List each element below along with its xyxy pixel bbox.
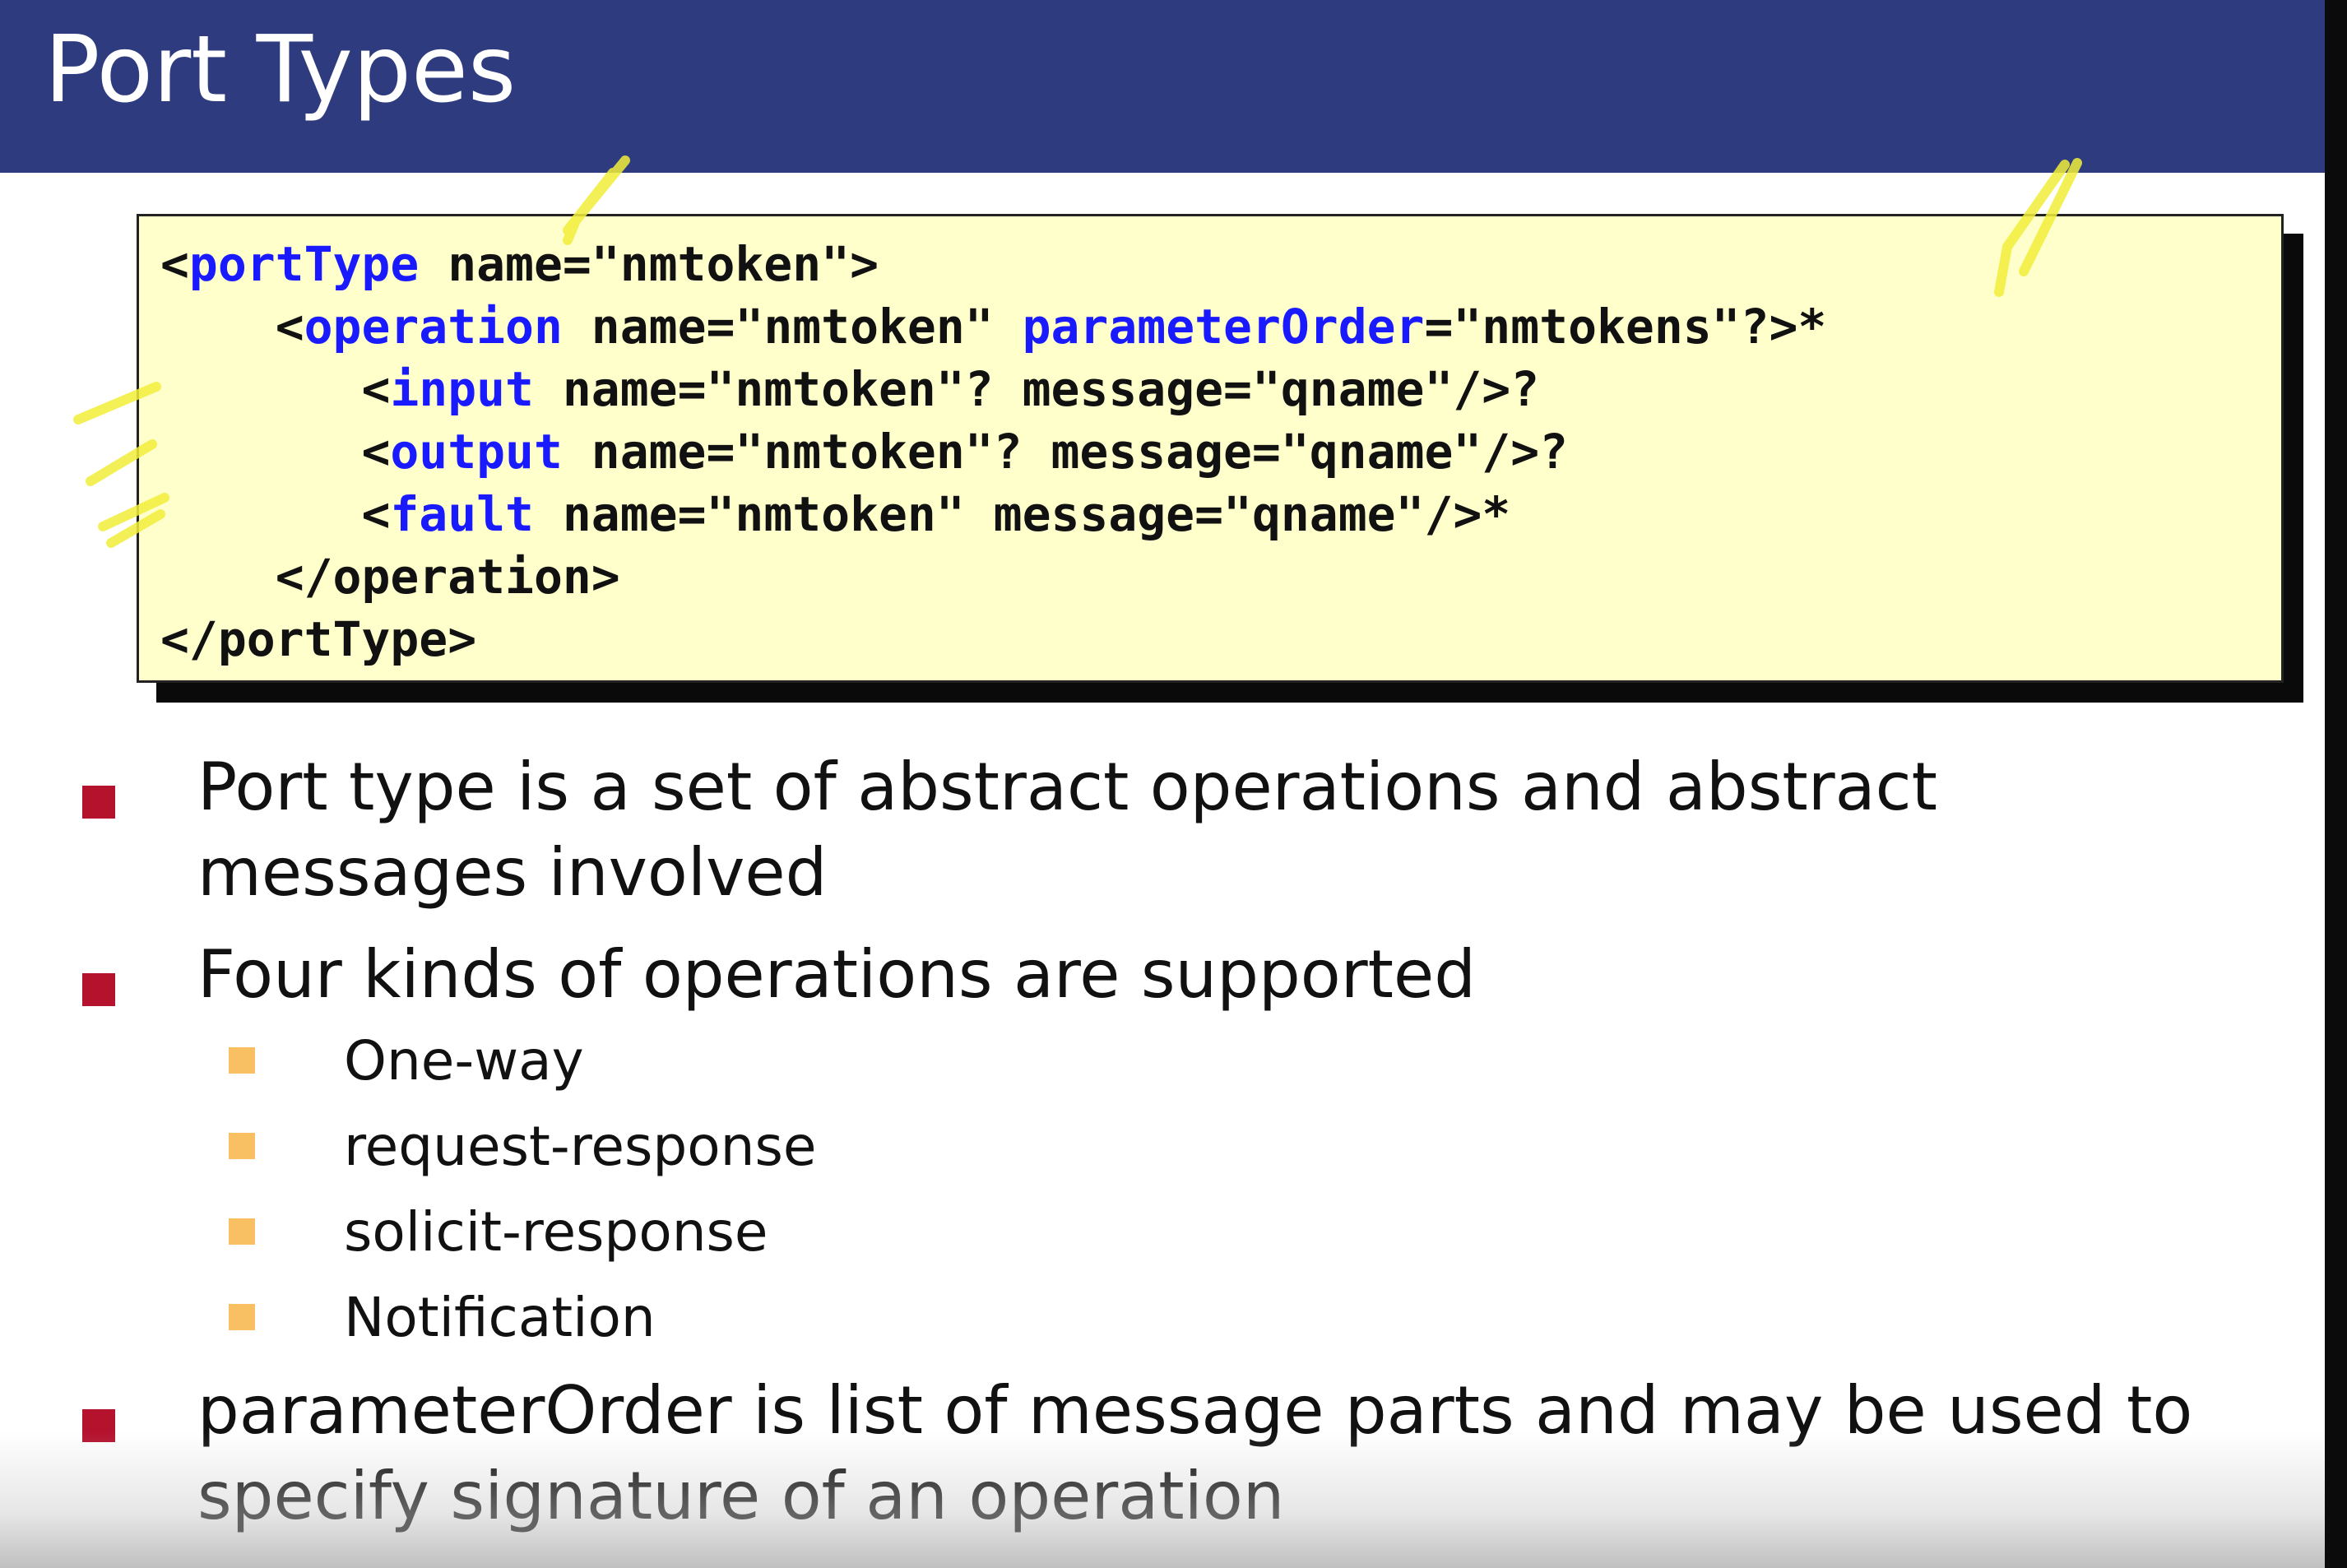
code-box: <portType name="nmtoken"> <operation nam… bbox=[137, 214, 2284, 683]
sub-bullet-marker bbox=[229, 1133, 255, 1159]
sub-bullet-marker bbox=[229, 1047, 255, 1074]
sub-bullet-text: One-way bbox=[344, 1028, 584, 1092]
code-line-7: </portType> bbox=[160, 611, 477, 667]
sub-bullet-one-way: One-way bbox=[229, 1018, 2325, 1103]
code-line-4: <output name="nmtoken"? message="qname"/… bbox=[361, 424, 1569, 480]
right-edge-border bbox=[2325, 0, 2347, 1568]
sub-bullet-marker bbox=[229, 1304, 255, 1330]
bullet-list: Port type is a set of abstract operation… bbox=[0, 745, 2325, 1539]
bullet-four-kinds: Four kinds of operations are supported bbox=[82, 932, 2254, 1018]
title-bar: Port Types bbox=[0, 0, 2325, 173]
code-line-5: <fault name="nmtoken" message="qname"/>* bbox=[361, 486, 1511, 542]
sub-bullet-solicit-response: solicit-response bbox=[229, 1189, 2325, 1274]
bullet-parameter-order: parameterOrder is list of message parts … bbox=[82, 1368, 2254, 1539]
bullet-marker bbox=[82, 973, 115, 1006]
sub-bullet-text: request-response bbox=[344, 1114, 817, 1178]
bullet-text: parameterOrder is list of message parts … bbox=[197, 1372, 2193, 1534]
bullet-text: Port type is a set of abstract operation… bbox=[197, 749, 1937, 911]
bullet-text: Four kinds of operations are supported bbox=[197, 936, 1476, 1013]
sub-bullet-request-response: request-response bbox=[229, 1103, 2325, 1189]
sub-bullet-text: Notification bbox=[344, 1285, 656, 1349]
sub-bullet-text: solicit-response bbox=[344, 1199, 768, 1264]
sub-bullet-notification: Notification bbox=[229, 1274, 2325, 1360]
sub-bullet-marker bbox=[229, 1218, 255, 1245]
slide-title: Port Types bbox=[44, 16, 517, 123]
sub-bullet-list: One-way request-response solicit-respons… bbox=[229, 1018, 2325, 1360]
code-line-3: <input name="nmtoken"? message="qname"/>… bbox=[361, 361, 1540, 417]
bullet-port-type: Port type is a set of abstract operation… bbox=[82, 745, 2254, 916]
code-line-6: </operation> bbox=[275, 549, 620, 605]
code-line-1: <portType name="nmtoken"> bbox=[160, 236, 879, 292]
code-line-2: <operation name="nmtoken" parameterOrder… bbox=[275, 299, 1827, 355]
bullet-marker bbox=[82, 786, 115, 819]
bullet-marker bbox=[82, 1409, 115, 1442]
